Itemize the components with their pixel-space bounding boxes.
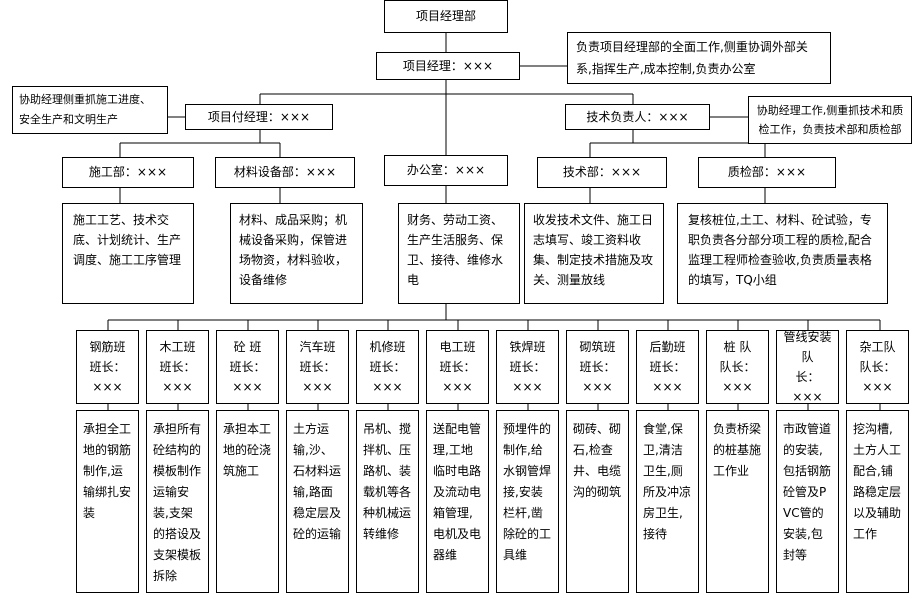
deputy-note: 协助经理侧重抓施工进度、安全生产和文明生产 xyxy=(12,86,168,134)
team-mechanic-desc: 吊机、搅拌机、压路机、装载机等各种机械运转维修 xyxy=(356,410,419,593)
team-role: 班长： xyxy=(509,360,546,374)
team-x: ××× xyxy=(512,380,543,394)
team-name: 木工班 xyxy=(159,340,196,354)
team-role: 班长： xyxy=(649,360,686,374)
root-node: 项目经理部 xyxy=(384,0,508,33)
team-masonry-desc: 砌砖、砌石,检查井、电缆沟的砌筑 xyxy=(566,410,629,593)
dept-materials-desc: 材料、成品采购；机械设备采购，保管进场物资，材料验收，设备维修 xyxy=(230,203,363,304)
team-role: 班长： xyxy=(439,360,476,374)
dept-materials: 材料设备部：××× xyxy=(215,157,355,188)
team-carpentry: 木工班班长： ××× xyxy=(146,330,209,404)
team-x: ××× xyxy=(442,380,473,394)
team-x: ××× xyxy=(582,380,613,394)
team-name: 管线安装队 xyxy=(783,330,832,364)
team-x: ××× xyxy=(92,380,123,394)
dept-technical: 技术部：××× xyxy=(537,157,667,188)
team-role: 班长： xyxy=(579,360,616,374)
team-role: 长： xyxy=(795,370,820,384)
team-x: ××× xyxy=(652,380,683,394)
team-masonry: 砌筑班班长： ××× xyxy=(566,330,629,404)
dept-construction-desc: 施工工艺、技术交底、计划统计、生产调度、施工工序管理 xyxy=(62,203,194,304)
team-x: ××× xyxy=(792,390,823,404)
team-concrete-desc: 承担本工地的砼浇筑施工 xyxy=(216,410,279,593)
team-role: 队长： xyxy=(719,360,756,374)
team-welding-desc: 预埋件的制作,给水钢管焊接,安装栏杆,凿除砼的工具维 xyxy=(496,410,559,593)
team-carpentry-desc: 承担所有砼结构的模板制作运输安装,支架的搭设及支架模板拆除 xyxy=(146,410,209,593)
tech-lead-note: 协助经理工作,侧重抓技术和质检工作，负责技术部和质检部 xyxy=(748,96,912,144)
team-electrician-desc: 送配电管理,工地临时电路及流动电箱管理,电机及电器维 xyxy=(426,410,489,593)
pm-node: 项目经理：××× xyxy=(376,52,520,80)
team-name: 桩 队 xyxy=(723,340,752,354)
team-name: 钢筋班 xyxy=(89,340,126,354)
team-role: 班长： xyxy=(299,360,336,374)
team-role: 班长： xyxy=(89,360,126,374)
team-role: 班长： xyxy=(369,360,406,374)
dept-office-desc: 财务、劳动工资、生产生活服务、保卫、接待、维修水电 xyxy=(398,203,520,304)
team-logistics: 后勤班班长： ××× xyxy=(636,330,699,404)
team-role: 队长： xyxy=(859,360,896,374)
dept-office: 办公室：××× xyxy=(384,155,508,186)
dept-technical-desc: 收发技术文件、施工日志填写、竣工资料收集、制定技术措施及攻关、测量放线 xyxy=(524,203,664,304)
deputy-node: 项目付经理：××× xyxy=(185,104,333,130)
team-name: 铁焊班 xyxy=(509,340,546,354)
team-electrician: 电工班班长： ××× xyxy=(426,330,489,404)
pm-note: 负责项目经理部的全面工作,侧重协调外部关系,指挥生产,成本控制,负责办公室 xyxy=(567,32,831,84)
team-name: 电工班 xyxy=(439,340,476,354)
team-name: 后勤班 xyxy=(649,340,686,354)
team-concrete: 砼 班班长： ××× xyxy=(216,330,279,404)
team-x: ××× xyxy=(862,380,893,394)
dept-quality: 质检部：××× xyxy=(698,157,836,188)
team-name: 杂工队 xyxy=(859,340,896,354)
team-vehicle: 汽车班班长： ××× xyxy=(286,330,349,404)
team-x: ××× xyxy=(372,380,403,394)
team-name: 机修班 xyxy=(369,340,406,354)
team-x: ××× xyxy=(302,380,333,394)
team-x: ××× xyxy=(162,380,193,394)
team-pipeline: 管线安装队长： ××× xyxy=(776,330,839,404)
team-x: ××× xyxy=(722,380,753,394)
team-rebar-desc: 承担全工地的钢筋制作,运输绑扎安装 xyxy=(76,410,139,593)
team-logistics-desc: 食堂,保卫,清洁卫生,厕所及冲凉房卫生,接待 xyxy=(636,410,699,593)
team-pile-desc: 负责桥梁的桩基施工作业 xyxy=(706,410,769,593)
team-name: 砌筑班 xyxy=(579,340,616,354)
dept-quality-desc: 复核桩位,土工、材料、砼试验，专职负责各分部分项工程的质检,配合监理工程师检查验… xyxy=(677,203,888,304)
team-pile: 桩 队队长： ××× xyxy=(706,330,769,404)
team-role: 班长： xyxy=(229,360,266,374)
team-name: 砼 班 xyxy=(233,340,262,354)
team-welding: 铁焊班班长： ××× xyxy=(496,330,559,404)
team-labor: 杂工队队长： ××× xyxy=(846,330,909,404)
team-x: ××× xyxy=(232,380,263,394)
dept-construction: 施工部：××× xyxy=(62,157,194,188)
team-labor-desc: 挖沟槽,土方人工配合,铺路稳定层以及辅助工作 xyxy=(846,410,909,593)
team-pipeline-desc: 市政管道的安装,包括钢筋砼管及PVC管的安装,包封等 xyxy=(776,410,839,593)
team-vehicle-desc: 土方运输,沙、石材料运输,路面稳定层及砼的运输 xyxy=(286,410,349,593)
team-mechanic: 机修班班长： ××× xyxy=(356,330,419,404)
team-rebar: 钢筋班班长： ××× xyxy=(76,330,139,404)
team-name: 汽车班 xyxy=(299,340,336,354)
team-role: 班长： xyxy=(159,360,196,374)
tech-lead-node: 技术负责人：××× xyxy=(565,104,710,130)
